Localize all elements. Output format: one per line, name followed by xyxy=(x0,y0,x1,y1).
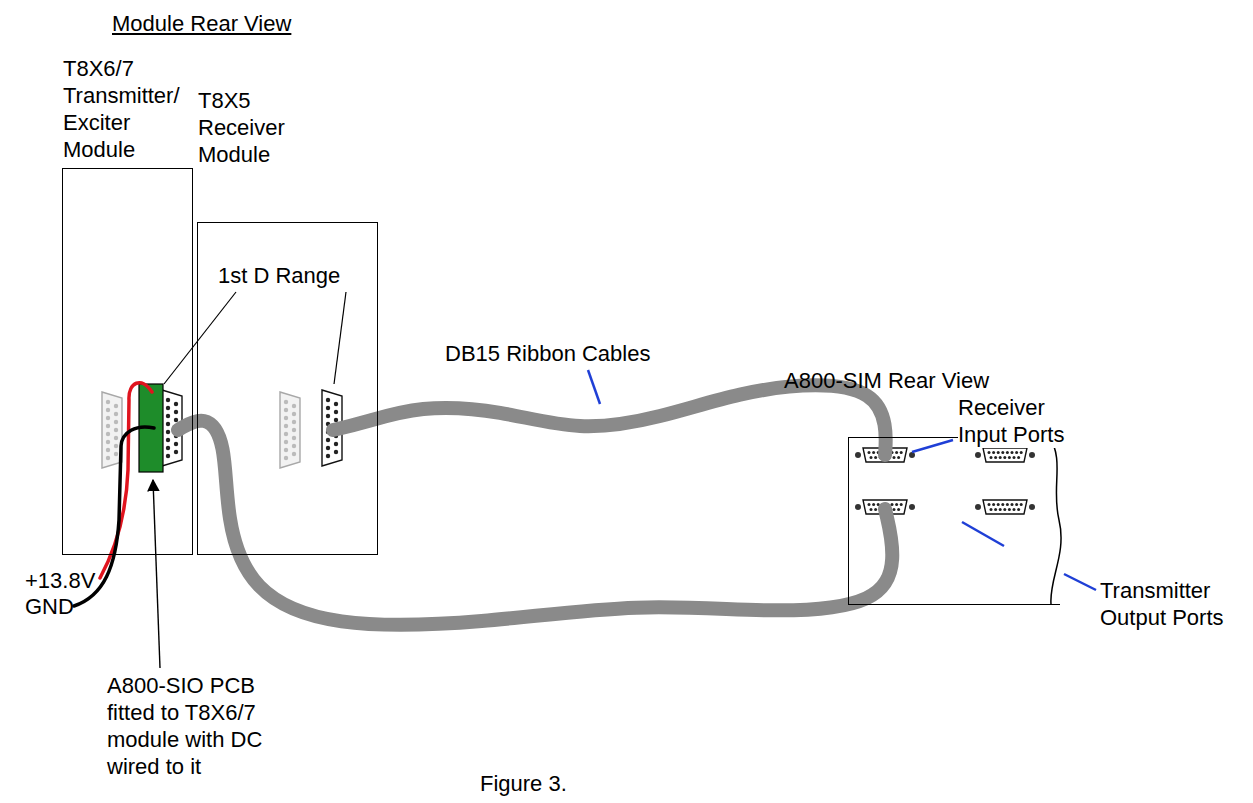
leader-line xyxy=(1064,574,1096,590)
panel-edge xyxy=(1049,436,1061,604)
module-heading: A800-SIM Rear View xyxy=(784,367,989,394)
cable-label: DB15 Ribbon Cables xyxy=(445,340,650,367)
callout-note: A800-SIO PCB fitted to T8X6/7 module wit… xyxy=(107,672,287,780)
panel-edge xyxy=(849,436,1061,604)
wire-label: GND xyxy=(25,593,74,620)
title: Module Rear View xyxy=(112,10,291,37)
wire-label: +13.8V xyxy=(25,567,95,594)
leader-line xyxy=(164,292,236,384)
ribbon-cable xyxy=(333,385,886,455)
db-connector xyxy=(975,500,1035,514)
module-heading: T8X5 Receiver Module xyxy=(198,87,298,168)
power-wire xyxy=(100,383,152,578)
leader-line xyxy=(912,440,953,452)
leader-line xyxy=(962,522,1004,546)
leader-line xyxy=(334,292,346,384)
range-label: 1st D Range xyxy=(218,262,340,289)
port-label: Transmitter Output Ports xyxy=(1100,577,1245,631)
db-connector xyxy=(975,448,1035,462)
caption: Figure 3. xyxy=(480,770,567,797)
port-label: Receiver Input Ports xyxy=(958,394,1076,448)
leader-line xyxy=(588,370,600,404)
module-heading: T8X6/7 Transmitter/ Exciter Module xyxy=(63,55,191,163)
db-connector xyxy=(280,392,300,468)
sim-panel: A800-SIM Rear View xyxy=(848,437,1060,605)
transmitter-module: T8X6/7 Transmitter/ Exciter Module xyxy=(62,168,193,555)
callout-arrow xyxy=(153,480,160,668)
ribbon-cable xyxy=(178,421,892,625)
db-connectors xyxy=(102,390,1035,514)
